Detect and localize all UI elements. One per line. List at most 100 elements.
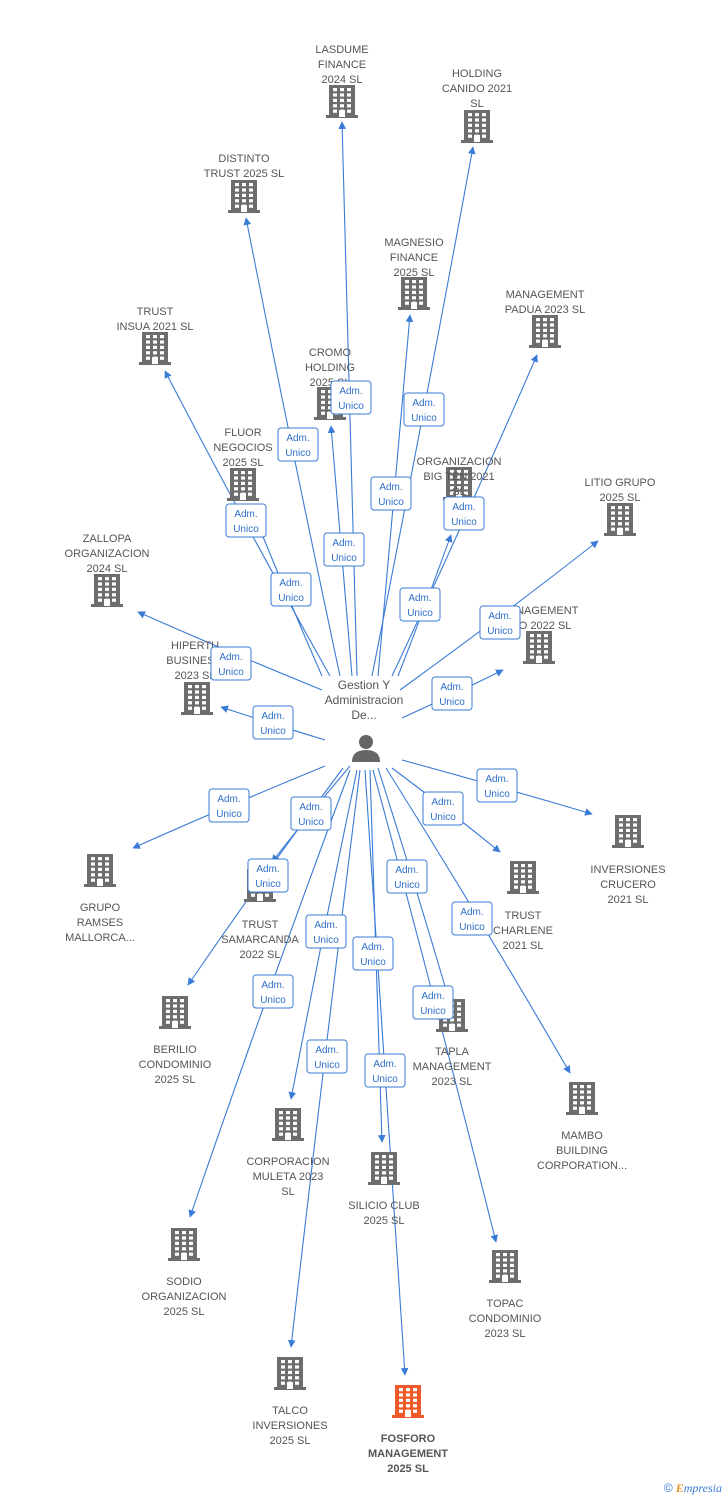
building-icon-grupo-ramses[interactable] [84,854,116,887]
building-window [105,582,109,586]
edge-label-zallopa[interactable]: Adm.Unico [210,646,252,681]
building-icon-topac[interactable] [489,1250,521,1283]
building-icon-corporacion-muleta[interactable] [272,1108,304,1141]
building-window [321,411,325,415]
building-window [112,598,116,602]
building-door [474,135,480,142]
node-label-line: ORGANIZACION [65,548,150,560]
edge-label-trust-charlene[interactable]: Adm.Unico [422,791,464,826]
building-icon-zallopa[interactable] [91,574,123,607]
edge-label-trust-insua[interactable]: Adm.Unico [225,503,267,538]
edge-label-hipertu[interactable]: Adm.Unico [252,705,294,740]
edge-label-line-1: Adm. [339,386,362,397]
building-icon-trust-charlene[interactable] [507,861,539,894]
building-icon-talco[interactable] [274,1357,306,1390]
edge-label-topac[interactable]: Adm.Unico [412,985,454,1020]
building-icon-management-padua[interactable] [529,315,561,348]
node-label-line: ORGANIZACION [142,1291,227,1303]
edge-label-cromo[interactable]: Adm.Unico [323,532,365,567]
edge-label-line-1: Adm. [361,942,384,953]
edge-label-corporacion-muleta[interactable]: Adm.Unico [305,914,347,949]
footer-brand[interactable]: © Empresia [664,1481,722,1496]
building-window [189,1247,193,1251]
edge-label-holding-canido[interactable]: Adm.Unico [403,392,445,427]
edge-label-inversiones-crucero[interactable]: Adm.Unico [476,768,518,803]
building-icon-inversiones-crucero[interactable] [612,815,644,848]
building-window [347,98,351,102]
building-icon-sodio[interactable] [168,1228,200,1261]
edge-label-line-2: Unico [331,553,357,564]
edge-label-lasdume[interactable]: Adm.Unico [330,380,372,415]
building-icon-berilio[interactable] [159,996,191,1029]
edge-label-box [270,572,312,607]
building-window [188,701,192,705]
building-icon-hipertu[interactable] [181,682,213,715]
edge-label-line-2: Unico [255,879,281,890]
building-icon-fluor[interactable] [227,468,259,501]
edge-label-talco[interactable]: Adm.Unico [306,1039,348,1074]
person-icon[interactable] [352,735,380,762]
edge-label-management-2022[interactable]: Adm.Unico [431,676,473,711]
edge-label-fluor[interactable]: Adm.Unico [270,572,312,607]
edge-label-mambo[interactable]: Adm.Unico [451,901,493,936]
edge-label-line-1: Adm. [379,482,402,493]
building-icon-distinto-trust[interactable] [228,180,260,213]
node-label-line: SL [452,486,465,498]
building-icon-silicio[interactable] [368,1152,400,1185]
building-window [321,400,325,404]
edge-label-magnesio[interactable]: Adm.Unico [370,476,412,511]
building-icon-organizacion-big-ten[interactable] [443,467,475,500]
building-icon-magnesio[interactable] [398,277,430,310]
building-icon-trust-insua[interactable] [139,332,171,365]
edge-label-litio[interactable]: Adm.Unico [479,605,521,640]
edge-label-management-padua[interactable]: Adm.Unico [443,496,485,531]
building-icon-mambo[interactable] [566,1082,598,1115]
edge-label-sodio[interactable]: Adm.Unico [252,974,294,1009]
building-window [175,1236,179,1240]
building-icon-fosforo[interactable] [392,1385,424,1418]
building-icon-management-2022[interactable] [523,631,555,664]
edge-label-grupo-ramses[interactable]: Adm.Unico [208,788,250,823]
building-window [98,857,102,861]
edge-label-trust-samarcanda[interactable]: Adm.Unico [290,796,332,831]
building-icon-litio[interactable] [604,503,636,536]
building-icon-holding-canido[interactable] [461,110,493,143]
edge-label-organizacion-big-ten[interactable]: Adm.Unico [399,587,441,622]
edge-label-berilio[interactable]: Adm.Unico [247,858,289,893]
edge-label-box [364,1053,406,1088]
edge-label-tapla[interactable]: Adm.Unico [386,859,428,894]
edge-label-line-2: Unico [420,1006,446,1017]
edge-label-distinto-trust[interactable]: Adm.Unico [277,427,319,462]
node-label-line: 2024 SL [322,74,363,86]
building-icon-lasdume[interactable] [326,85,358,118]
building-window [112,577,116,581]
edge-label-silicio[interactable]: Adm.Unico [352,936,394,971]
edge-label-fosforo[interactable]: Adm.Unico [364,1053,406,1088]
